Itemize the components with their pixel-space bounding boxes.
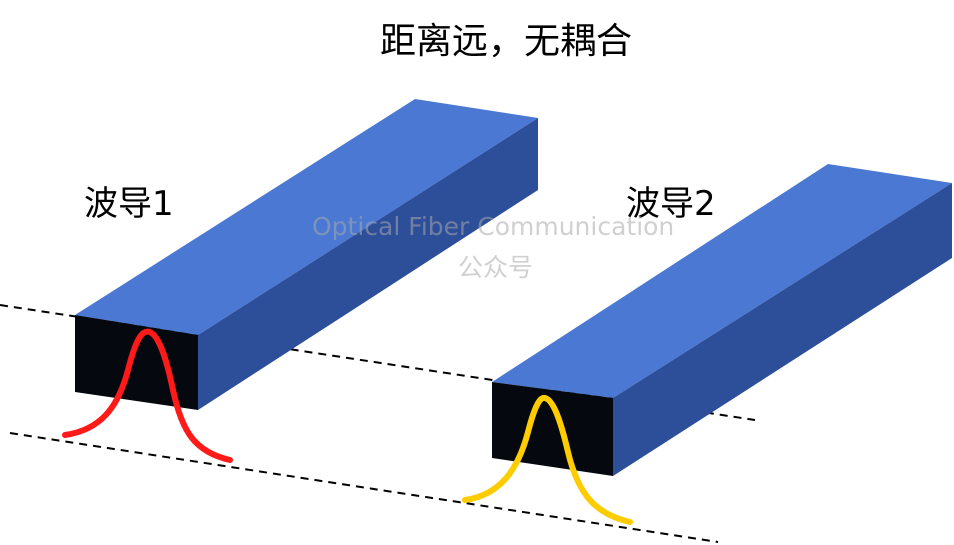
- waveguide-2-mode-profile: [462, 394, 633, 525]
- waveguide-1: [62, 99, 538, 463]
- waveguide-1-mode-profile: [62, 328, 233, 463]
- watermark-text: Optical Fiber Communication: [312, 212, 675, 241]
- waveguide-2-label: 波导2: [626, 184, 716, 224]
- waveguide-2-top-face: [492, 164, 952, 398]
- diagram-title: 距离远，无耦合: [380, 21, 633, 62]
- waveguide-1-top-face: [75, 99, 538, 335]
- waveguide-2: [462, 164, 952, 525]
- waveguide-1-front-face: [75, 315, 198, 410]
- dashed-guide-line-lower: [9, 432, 719, 543]
- watermark-subtext: 公众号: [458, 253, 534, 282]
- waveguide-2-front-face: [492, 382, 613, 476]
- waveguide-1-label: 波导1: [84, 184, 174, 224]
- waveguide-1-side-face: [198, 118, 538, 410]
- waveguide-2-side-face: [613, 183, 952, 476]
